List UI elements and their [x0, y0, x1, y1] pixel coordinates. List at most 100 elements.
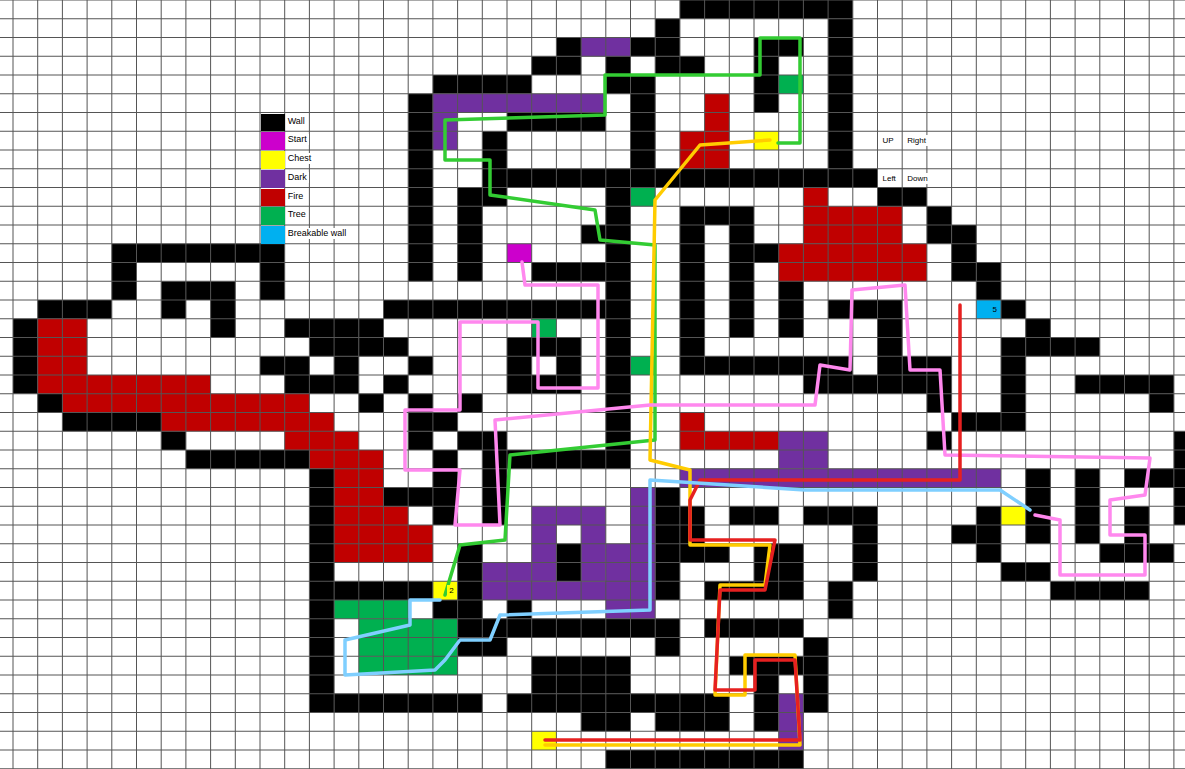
- grid-line: [0, 37, 1185, 38]
- grid-line: [0, 150, 1185, 151]
- wall-cell: [458, 431, 483, 450]
- wall-cell: [285, 319, 359, 338]
- grid-line: [0, 731, 1185, 732]
- grid-line: [0, 0, 1185, 1]
- wall-cell: [680, 0, 853, 19]
- grid-line: [0, 75, 1185, 76]
- grid-line: [432, 0, 433, 769]
- grid-line: [630, 0, 631, 769]
- wall-cell: [285, 375, 359, 394]
- grid-line: [531, 0, 532, 769]
- grid-line: [1099, 0, 1100, 769]
- wall-cell: [878, 319, 903, 375]
- grid-line: [852, 0, 853, 769]
- wall-cell: [112, 244, 285, 263]
- grid-line: [0, 131, 1185, 132]
- grid-line: [0, 768, 1185, 769]
- wall-cell: [1001, 338, 1026, 432]
- wall-cell: [680, 206, 705, 375]
- grid-line: [0, 318, 1185, 319]
- wall-cell: [1174, 431, 1185, 525]
- wall-cell: [458, 188, 483, 282]
- grid-line: [358, 0, 359, 769]
- wall-cell: [705, 169, 829, 188]
- grid-line: [507, 0, 508, 769]
- wall-cell: [631, 75, 656, 169]
- grid-line: [1075, 0, 1076, 769]
- grid-line: [0, 675, 1185, 676]
- grid-line: [0, 93, 1185, 94]
- wall-cell: [927, 431, 952, 450]
- grid-line: [704, 0, 705, 769]
- legend-swatch: [261, 207, 285, 225]
- grid-line: [457, 0, 458, 769]
- wall-cell: [1026, 319, 1051, 338]
- legend-text: Chest: [286, 153, 314, 164]
- grid-line: [679, 0, 680, 769]
- grid-line: [0, 262, 1185, 263]
- grid-line: [0, 637, 1185, 638]
- legend-swatch: [261, 151, 285, 169]
- grid-line: [161, 0, 162, 769]
- grid-line: [62, 0, 63, 769]
- grid-line: [309, 0, 310, 769]
- dark-cell: [581, 525, 606, 581]
- tree-cell: [334, 600, 408, 619]
- grid-line: [0, 656, 1185, 657]
- grid-line: [13, 0, 14, 769]
- grid-line: [1173, 0, 1174, 769]
- legend-swatch: [261, 132, 285, 150]
- grid-line: [185, 0, 186, 769]
- grid-line: [729, 0, 730, 769]
- wall-cell: [754, 675, 779, 731]
- grid-line: [0, 468, 1185, 469]
- grid-line: [0, 750, 1185, 751]
- grid-line: [0, 356, 1185, 357]
- grid-line: [0, 618, 1185, 619]
- grid-line: [111, 0, 112, 769]
- wall-cell: [482, 300, 606, 319]
- dark-cell: [532, 525, 557, 581]
- grid-line: [0, 206, 1185, 207]
- grid-line: [0, 281, 1185, 282]
- grid-line: [482, 0, 483, 769]
- yellow-route: [545, 140, 800, 745]
- grid-line: [803, 0, 804, 769]
- legend-swatch: [261, 114, 285, 132]
- grid-line: [0, 300, 1185, 301]
- grid-line: [37, 0, 38, 769]
- wall-cell: [1001, 300, 1026, 319]
- grid-line: [0, 375, 1185, 376]
- wall-cell: [408, 356, 433, 375]
- grid-line: [1025, 0, 1026, 769]
- chest-number: 5: [991, 304, 999, 315]
- wall-cell: [1149, 394, 1174, 413]
- grid-line: [0, 693, 1185, 694]
- grid-line: [1124, 0, 1125, 769]
- wall-cell: [408, 431, 433, 450]
- blue-route: [345, 480, 1030, 675]
- wall-cell: [161, 431, 186, 450]
- legend-text: Start: [286, 134, 309, 145]
- legend-text: Tree: [286, 209, 308, 220]
- wall-cell: [853, 525, 878, 581]
- wall-cell: [186, 450, 310, 469]
- grid-line: [0, 112, 1185, 113]
- grid-line: [902, 0, 903, 769]
- grid-line: [0, 487, 1185, 488]
- wall-cell: [779, 544, 804, 600]
- wall-cell: [38, 300, 112, 319]
- wall-cell: [359, 394, 384, 413]
- grid-line: [1050, 0, 1051, 769]
- wall-cell: [38, 394, 63, 413]
- direction-label: Left: [881, 173, 898, 184]
- grid-line: [0, 543, 1185, 544]
- red-route: [545, 305, 960, 740]
- legend-text: Dark: [286, 172, 309, 183]
- legend-text: Breakable wall: [286, 228, 349, 239]
- grid-line: [0, 600, 1185, 601]
- legend-swatch: [261, 189, 285, 207]
- grid-line: [210, 0, 211, 769]
- wall-cell: [384, 375, 409, 394]
